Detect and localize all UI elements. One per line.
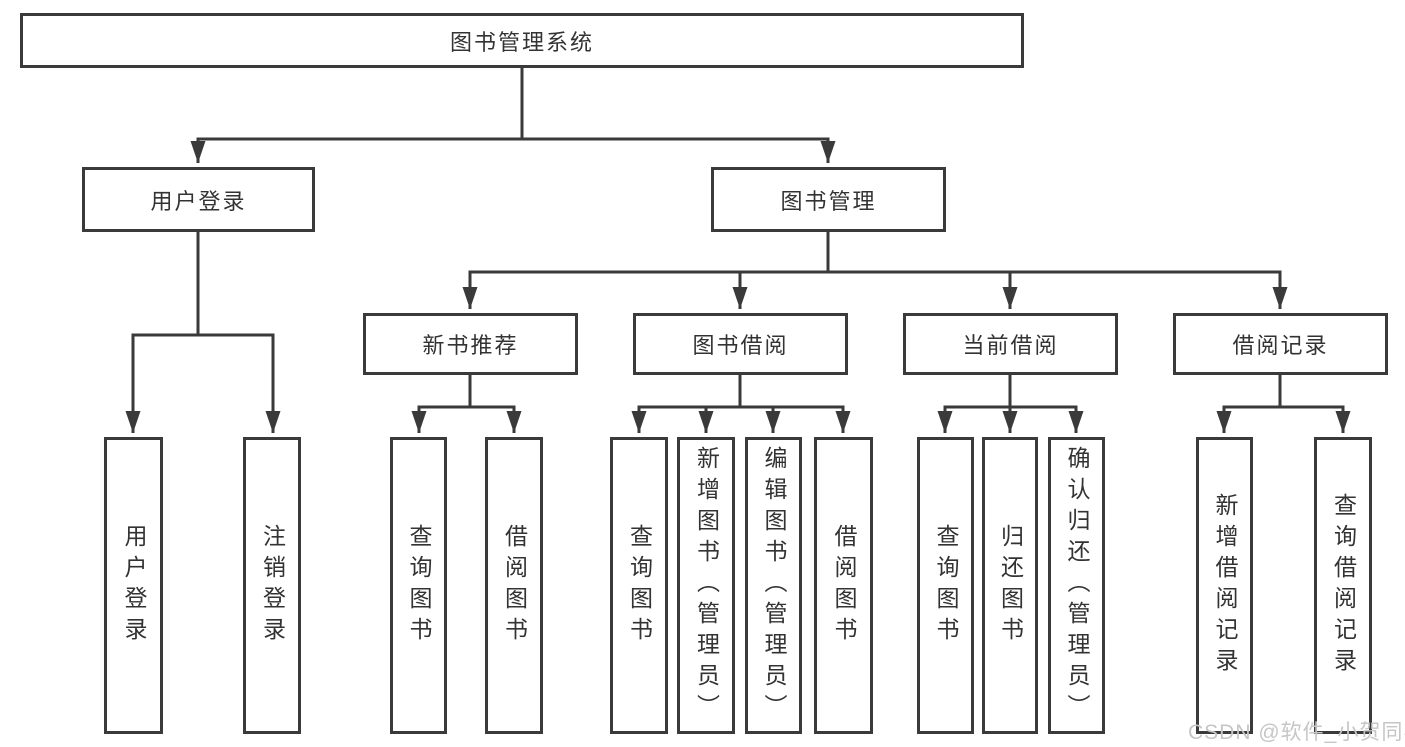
node-label: 查询图书 <box>933 523 959 648</box>
node-borrowing-records: 借阅记录 <box>1173 313 1388 375</box>
connector-records-split <box>1216 373 1351 433</box>
csdn-watermark: CSDN @软件_小贺同学 <box>1188 721 1405 744</box>
node-new-book-recommendation: 新书推荐 <box>363 313 578 375</box>
leaf-confirm-return-admin: 确认归还（管理员） <box>1048 437 1105 734</box>
node-user-login: 用户登录 <box>82 167 315 232</box>
leaf-query-books: 查询图书 <box>610 437 668 734</box>
node-label: 用户登录 <box>121 523 147 648</box>
leaf-borrow-books: 借阅图书 <box>814 437 873 734</box>
node-label: 查询图书 <box>626 523 653 648</box>
node-label: 新书推荐 <box>422 333 519 358</box>
node-label: 借阅图书 <box>831 523 857 648</box>
leaf-user-login: 用户登录 <box>104 437 163 734</box>
leaf-query-books: 查询图书 <box>390 437 447 734</box>
node-label: 确认归还（管理员） <box>1064 446 1090 725</box>
connector-newbooks-split <box>411 373 522 433</box>
node-label: 注销登录 <box>259 523 286 648</box>
node-label: 借阅记录 <box>1232 333 1329 358</box>
connector-management-split <box>462 230 1288 309</box>
node-label: 查询借阅记录 <box>1330 492 1357 679</box>
node-label: 用户登录 <box>150 188 247 214</box>
node-label: 归还图书 <box>997 523 1024 648</box>
node-label: 新增图书（管理员） <box>693 446 720 725</box>
node-library-management-system: 图书管理系统 <box>20 13 1024 68</box>
connector-bookborrow-split <box>631 373 851 433</box>
connector-login-split <box>125 230 281 433</box>
connector-root-split <box>190 66 836 163</box>
node-label: 图书借阅 <box>692 333 789 358</box>
leaf-edit-books-admin: 编辑图书（管理员） <box>745 437 802 734</box>
leaf-return-books: 归还图书 <box>982 437 1038 734</box>
node-label: 新增借阅记录 <box>1212 492 1238 679</box>
node-label: 编辑图书（管理员） <box>761 446 787 725</box>
node-label: 查询图书 <box>406 523 432 648</box>
node-label: 图书管理系统 <box>449 29 594 55</box>
node-book-management: 图书管理 <box>711 167 946 232</box>
node-current-borrowing: 当前借阅 <box>903 313 1118 375</box>
leaf-add-borrow-record: 新增借阅记录 <box>1196 437 1253 734</box>
leaf-add-books-admin: 新增图书（管理员） <box>677 437 735 734</box>
leaf-logout: 注销登录 <box>243 437 301 734</box>
node-label: 借阅图书 <box>501 523 528 648</box>
node-book-borrowing: 图书借阅 <box>633 313 848 375</box>
leaf-query-borrow-record: 查询借阅记录 <box>1314 437 1372 734</box>
node-label: 图书管理 <box>780 188 877 214</box>
leaf-borrow-books: 借阅图书 <box>485 437 543 734</box>
leaf-query-books: 查询图书 <box>917 437 974 734</box>
connector-currentborrow-split <box>937 373 1084 433</box>
node-label: 当前借阅 <box>962 333 1059 358</box>
